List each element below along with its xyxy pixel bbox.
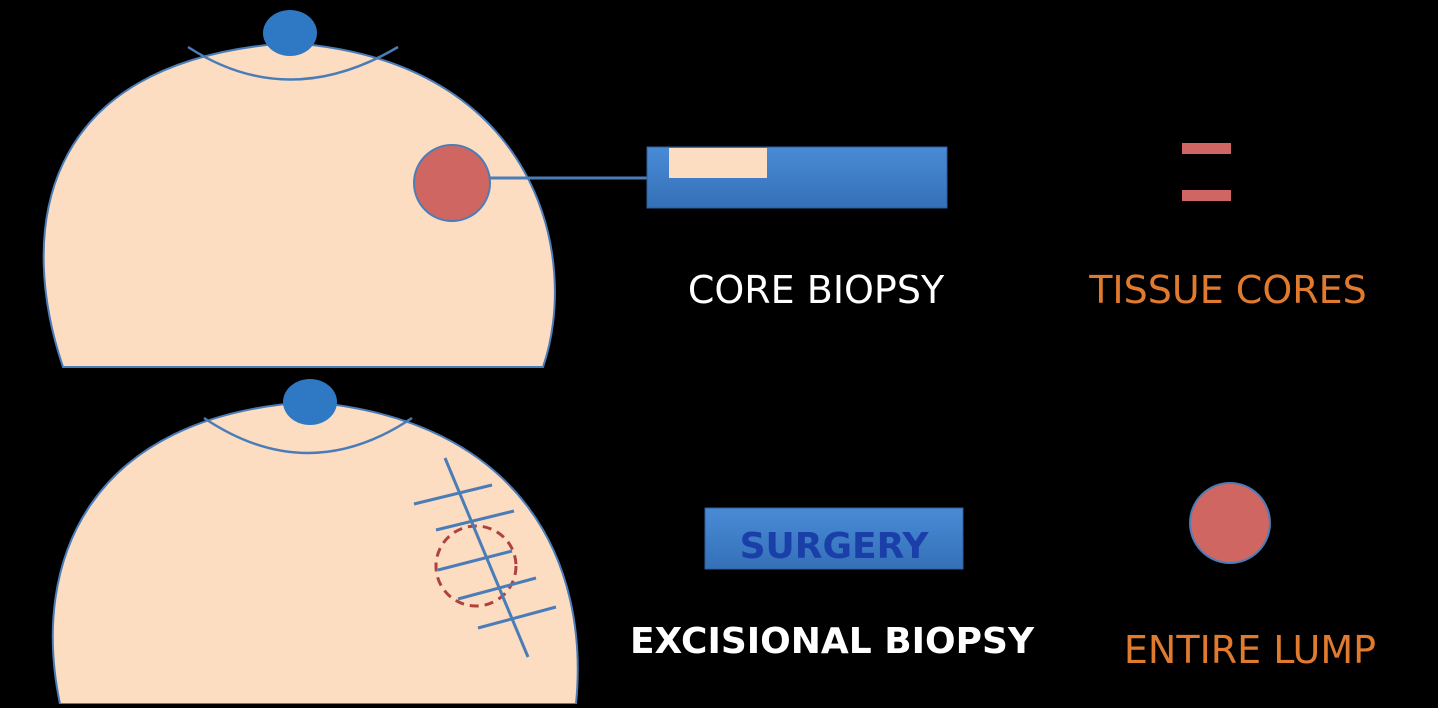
needle-sample-window bbox=[669, 148, 767, 178]
excisional-biopsy-breast bbox=[51, 379, 579, 705]
entire-lump-icon bbox=[1189, 482, 1271, 564]
nipple-top bbox=[263, 10, 317, 56]
excised-lump-outline bbox=[434, 524, 518, 608]
suture-4 bbox=[457, 576, 537, 601]
surgery-label: SURGERY bbox=[740, 526, 930, 567]
tissue-core-2 bbox=[1182, 190, 1231, 201]
tissue-core-1 bbox=[1182, 143, 1231, 154]
surgery-box bbox=[704, 507, 964, 570]
areola-arc-top bbox=[187, 45, 399, 81]
tissue-cores-icon bbox=[1182, 143, 1231, 201]
core-biopsy-breast bbox=[42, 10, 556, 368]
lump-top bbox=[413, 144, 491, 222]
core-biopsy-needle bbox=[490, 146, 948, 209]
areola-arc-bottom bbox=[203, 416, 413, 455]
suture-lines bbox=[413, 457, 557, 658]
excisional-biopsy-label: EXCISIONAL BIOPSY bbox=[630, 621, 1035, 662]
core-biopsy-label: CORE BIOPSY bbox=[688, 268, 945, 312]
suture-2 bbox=[435, 509, 515, 532]
suture-5 bbox=[477, 605, 557, 630]
suture-1 bbox=[413, 483, 493, 506]
entire-lump-label: ENTIRE LUMP bbox=[1124, 628, 1376, 672]
tissue-cores-label: TISSUE CORES bbox=[1088, 268, 1367, 312]
suture-3 bbox=[437, 549, 513, 572]
nipple-bottom bbox=[283, 379, 337, 425]
